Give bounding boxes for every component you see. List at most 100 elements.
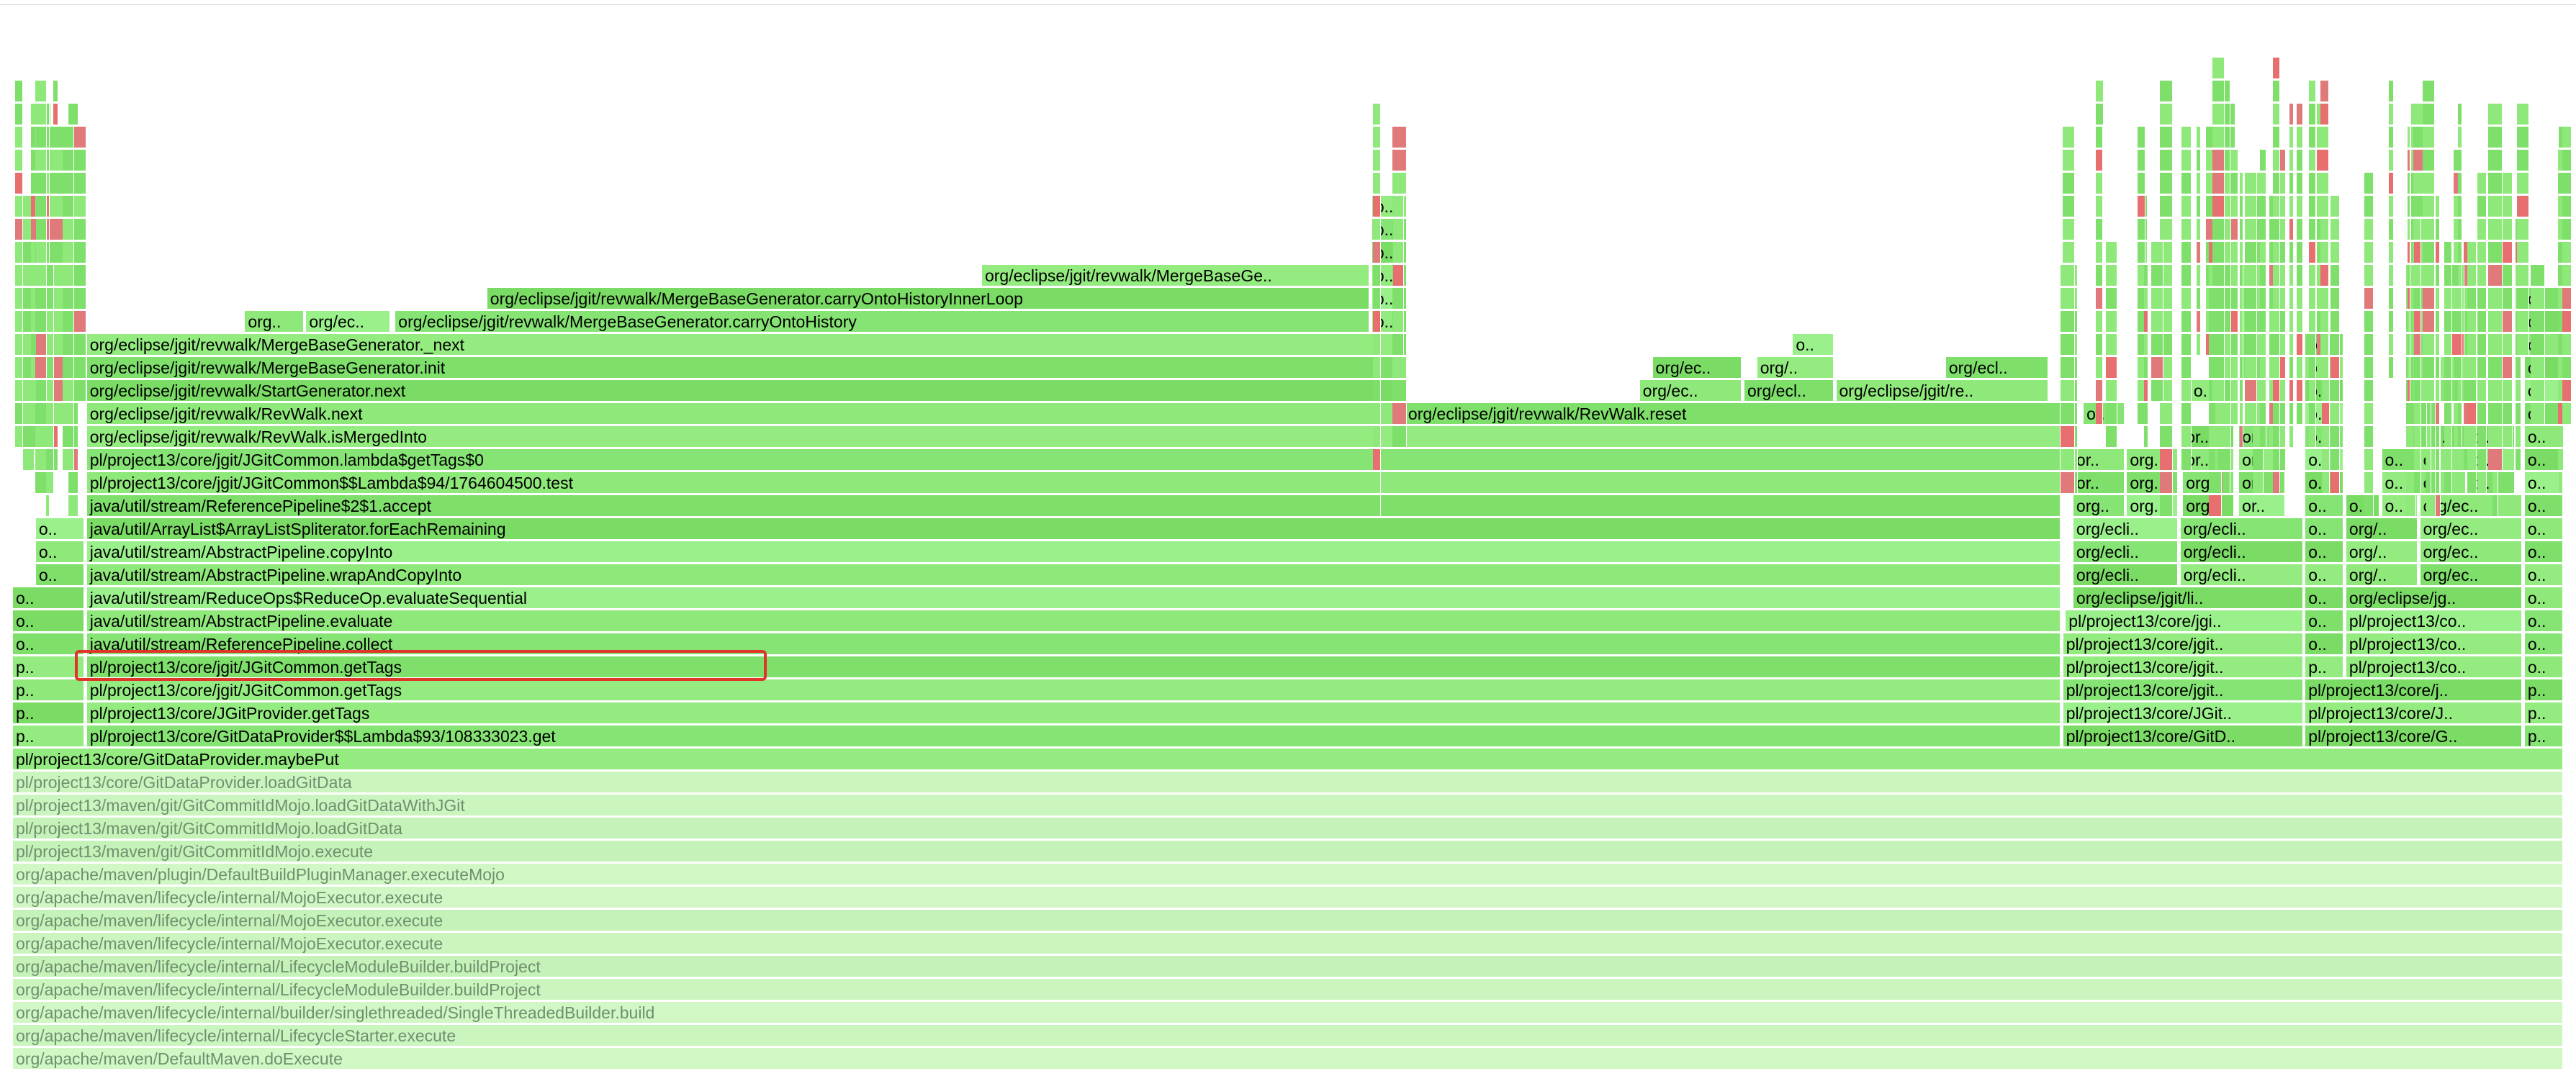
flame-frame[interactable]: p.. [2524, 679, 2563, 701]
flame-frame[interactable] [1372, 334, 1381, 356]
flame-frame[interactable] [35, 219, 47, 240]
flame-frame[interactable] [53, 426, 58, 448]
flame-frame[interactable] [68, 472, 78, 494]
flame-frame[interactable]: java/util/stream/ReferencePipeline.colle… [86, 633, 2061, 655]
flame-frame[interactable] [2407, 173, 2411, 194]
flame-frame[interactable] [2289, 380, 2294, 402]
flame-frame[interactable] [2413, 311, 2422, 333]
flame-frame[interactable] [2562, 380, 2572, 402]
flame-frame[interactable] [2321, 403, 2330, 425]
flame-frame[interactable] [2272, 288, 2280, 309]
flame-frame[interactable] [1392, 334, 1405, 356]
flame-frame[interactable] [2321, 380, 2330, 402]
flame-frame[interactable] [2407, 357, 2411, 379]
flame-frame[interactable] [2503, 380, 2513, 402]
flame-frame[interactable] [71, 219, 87, 240]
flame-frame[interactable] [2062, 242, 2076, 263]
flame-frame[interactable] [2330, 196, 2340, 217]
flame-frame[interactable] [35, 127, 47, 148]
flame-frame[interactable] [2106, 242, 2117, 263]
flame-frame[interactable] [35, 472, 48, 494]
flame-frame[interactable] [2272, 472, 2280, 494]
flame-frame[interactable] [2444, 334, 2452, 356]
flame-frame[interactable] [2467, 311, 2477, 333]
flame-frame[interactable] [2073, 357, 2079, 379]
flame-frame[interactable]: org/apache/maven/lifecycle/internal/Mojo… [13, 910, 2563, 931]
flame-frame[interactable] [2144, 311, 2149, 333]
flame-frame[interactable] [2477, 219, 2487, 240]
flame-frame[interactable] [2260, 173, 2266, 194]
flame-frame[interactable] [2144, 380, 2149, 402]
flame-frame[interactable] [2062, 219, 2076, 240]
flame-frame[interactable]: o.. [2305, 610, 2344, 632]
flame-frame[interactable]: pl/project13/core/jgit/JGitCommon$$Lambd… [86, 472, 2061, 494]
flame-frame[interactable] [2320, 196, 2329, 217]
flame-frame[interactable] [2436, 288, 2440, 309]
flame-frame[interactable] [2320, 242, 2329, 263]
flame-frame[interactable] [2062, 173, 2076, 194]
flame-frame[interactable] [2181, 173, 2192, 194]
flame-frame[interactable]: org/.. [2346, 518, 2418, 540]
flame-frame[interactable] [2558, 495, 2563, 517]
flame-frame[interactable] [53, 104, 58, 125]
flame-frame[interactable] [1372, 449, 1381, 471]
flame-frame[interactable] [2061, 357, 2075, 379]
flame-frame[interactable] [71, 288, 87, 309]
flame-frame[interactable] [2407, 334, 2411, 356]
flame-frame[interactable] [45, 403, 55, 425]
flame-frame[interactable] [2073, 426, 2079, 448]
flame-frame[interactable] [15, 104, 24, 125]
flame-frame[interactable] [2364, 357, 2374, 379]
flame-frame[interactable] [2422, 196, 2436, 217]
flame-frame[interactable] [2308, 380, 2317, 402]
flame-frame[interactable] [2212, 127, 2225, 148]
flame-frame[interactable] [2457, 426, 2463, 448]
flame-frame[interactable] [49, 242, 63, 263]
flame-frame[interactable] [71, 380, 87, 402]
flame-frame[interactable] [2517, 196, 2530, 217]
flame-frame[interactable] [1372, 219, 1381, 240]
flame-frame[interactable] [2308, 311, 2317, 333]
flame-frame[interactable]: org/eclipse/jgit/revwalk/RevWalk.isMerge… [86, 426, 2061, 448]
flame-frame[interactable] [2413, 380, 2422, 402]
flame-frame[interactable] [2297, 150, 2303, 171]
flame-frame[interactable] [2260, 311, 2266, 333]
flame-frame[interactable] [2297, 104, 2303, 125]
flame-frame[interactable] [15, 380, 24, 402]
flame-frame[interactable] [2531, 357, 2546, 379]
flame-frame[interactable]: org/eclipse/jgit/revwalk/MergeBaseGenera… [86, 334, 1403, 356]
flame-frame[interactable]: org/apache/maven/plugin/DefaultBuildPlug… [13, 864, 2563, 885]
flame-frame[interactable] [2422, 380, 2436, 402]
flame-frame[interactable] [2531, 288, 2546, 309]
flame-frame[interactable] [2212, 242, 2225, 263]
flame-frame[interactable] [2444, 403, 2452, 425]
flame-frame[interactable] [15, 150, 24, 171]
flame-frame[interactable] [2562, 127, 2572, 148]
flame-frame[interactable]: org/.. [1757, 357, 1834, 379]
flame-frame[interactable] [2407, 380, 2411, 402]
flame-frame[interactable] [45, 288, 55, 309]
flame-frame[interactable] [2503, 426, 2513, 448]
flame-frame[interactable] [2096, 150, 2104, 171]
flame-frame[interactable]: org/eclipse/jgit/revwalk/StartGenerator.… [86, 380, 1403, 402]
flame-frame[interactable] [2240, 426, 2243, 448]
flame-frame[interactable] [2320, 81, 2329, 102]
flame-frame[interactable] [2457, 403, 2463, 425]
flame-frame[interactable]: pl/project13/core/GitDataProvider.loadGi… [13, 772, 2563, 793]
flame-frame[interactable]: pl/project13/core/J.. [2305, 702, 2523, 724]
flame-frame[interactable] [2488, 127, 2503, 148]
flame-frame[interactable]: p.. [13, 726, 85, 747]
flame-frame[interactable] [35, 311, 47, 333]
flame-frame[interactable]: pl/project13/co.. [2346, 633, 2523, 655]
flame-frame[interactable] [2488, 219, 2503, 240]
flame-frame[interactable] [2389, 334, 2394, 356]
flame-frame[interactable] [2467, 472, 2477, 494]
flame-frame[interactable] [2320, 219, 2329, 240]
flame-frame[interactable] [2389, 357, 2394, 379]
flame-frame[interactable] [1392, 196, 1405, 217]
flame-frame[interactable] [2364, 173, 2374, 194]
flame-frame[interactable] [2364, 334, 2374, 356]
flame-frame[interactable] [15, 403, 24, 425]
flame-frame[interactable] [2137, 173, 2146, 194]
flame-frame[interactable]: org/eclipse/jgit/revwalk/RevWalk.next [86, 403, 1403, 425]
